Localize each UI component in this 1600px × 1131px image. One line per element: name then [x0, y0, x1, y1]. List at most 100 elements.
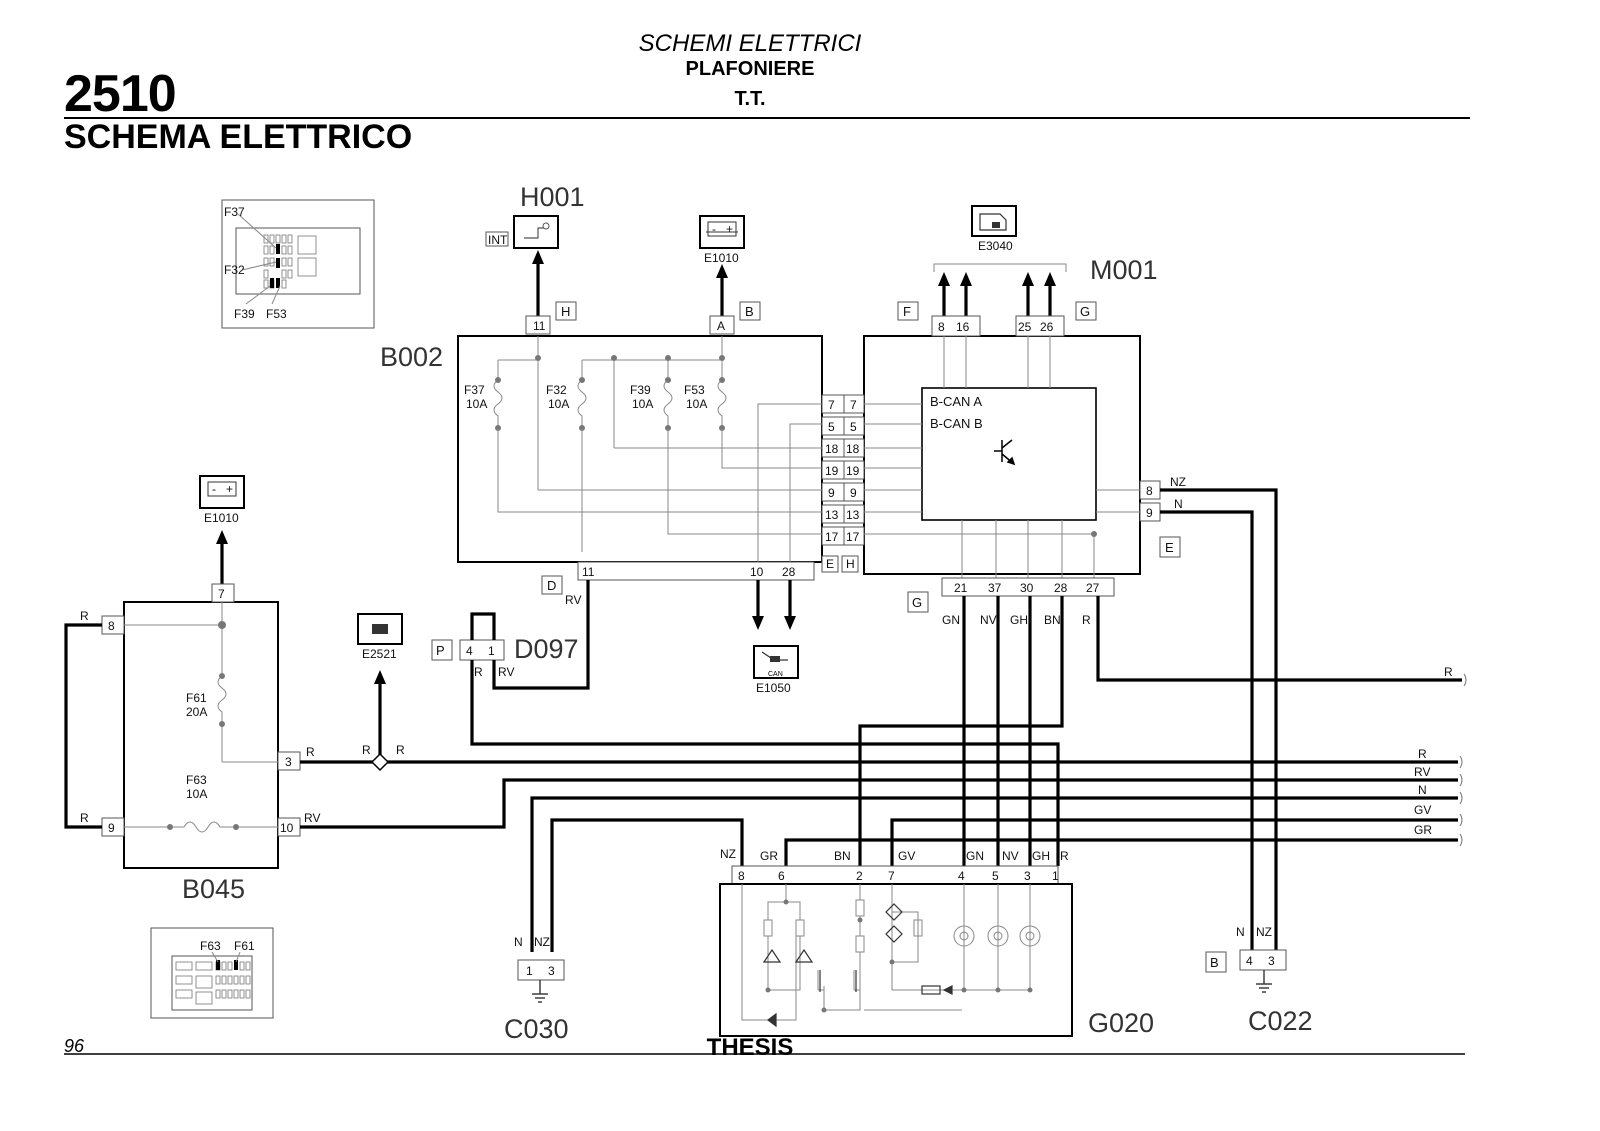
m001-label: M001: [1090, 255, 1158, 285]
svg-text:9: 9: [108, 821, 115, 835]
svg-text:D: D: [547, 578, 556, 593]
svg-text:10: 10: [750, 565, 764, 579]
splice-node: [370, 752, 390, 772]
ground-icon: [1256, 970, 1272, 993]
fuse-rating: 20A: [186, 705, 207, 719]
e1010-battery-left: -+ E1010: [199, 475, 245, 525]
svg-text:+: +: [226, 482, 233, 496]
e2521-icon: E2521: [357, 613, 403, 661]
svg-text:4: 4: [1246, 954, 1253, 968]
can-label: B-CAN A: [930, 394, 982, 409]
svg-text:28: 28: [1054, 581, 1068, 595]
wire-color: GH: [1032, 849, 1050, 863]
svg-text:17: 17: [825, 530, 839, 544]
svg-text:26: 26: [1040, 320, 1054, 334]
svg-text:B: B: [745, 304, 754, 319]
e2521-label: E2521: [362, 647, 397, 661]
m001-can-module: [921, 387, 1097, 521]
svg-text:G: G: [1080, 304, 1090, 319]
wire-color: NZ: [534, 935, 550, 949]
g020-box: [719, 883, 1073, 1037]
wire-color: NZ: [1170, 475, 1186, 489]
svg-text:+: +: [726, 222, 733, 236]
svg-text:4: 4: [466, 644, 473, 658]
b002-box: [457, 335, 823, 563]
svg-text:5: 5: [850, 420, 857, 434]
wire-color: RV: [565, 593, 581, 607]
wire-break-marks: [1459, 673, 1467, 847]
svg-text:E: E: [1165, 540, 1174, 555]
b002-fuses: F37 10A F32 10A F39 10A F53 10A: [464, 336, 822, 570]
wire-color: BN: [834, 849, 851, 863]
door-icon: [979, 213, 1007, 231]
wire-color: NV: [1002, 849, 1019, 863]
wire-color: N: [514, 935, 523, 949]
svg-text:6: 6: [778, 869, 785, 883]
svg-text:25: 25: [1018, 320, 1032, 334]
svg-text:30: 30: [1020, 581, 1034, 595]
wire-color: R: [1060, 849, 1069, 863]
wire-color: R: [1444, 665, 1453, 679]
fuse-name: F63: [186, 773, 207, 787]
switch-icon: [524, 227, 544, 239]
svg-text:7: 7: [850, 398, 857, 412]
fuse-rating: 10A: [466, 397, 487, 411]
wire-color: R: [80, 811, 89, 825]
svg-text:7: 7: [218, 587, 225, 601]
can-label: B-CAN B: [930, 416, 983, 431]
wire-color: NV: [980, 613, 997, 627]
svg-text:18: 18: [846, 442, 860, 456]
svg-text:1: 1: [488, 644, 495, 658]
inset-label: F61: [234, 939, 255, 953]
wire-color: NZ: [720, 847, 736, 861]
transistor-icon: [994, 439, 1016, 466]
wire-color: RV: [498, 665, 514, 679]
inset-label: F32: [224, 263, 245, 277]
svg-text:H: H: [846, 557, 855, 571]
svg-text:9: 9: [828, 486, 835, 500]
variant-heading: T.T.: [734, 88, 766, 110]
wire-color: NZ: [1256, 925, 1272, 939]
wire-color: R: [362, 743, 371, 757]
e1050-can-icon: CAN E1050: [753, 645, 799, 695]
ground-icon: [532, 980, 548, 1003]
footer-page-number: 96: [64, 1036, 85, 1056]
g020-label: G020: [1088, 1008, 1154, 1038]
wire-color: R: [1082, 613, 1091, 627]
inset-label: F37: [224, 205, 245, 219]
wire-color: GH: [1010, 613, 1028, 627]
svg-text:21: 21: [954, 581, 968, 595]
svg-text:E: E: [826, 557, 834, 571]
inset-label: F39: [234, 307, 255, 321]
svg-text:18: 18: [825, 442, 839, 456]
fuse-rating: 10A: [548, 397, 569, 411]
b045-label: B045: [182, 874, 245, 904]
subject-heading: PLAFONIERE: [685, 58, 815, 80]
svg-text:17: 17: [846, 530, 860, 544]
svg-text:8: 8: [938, 320, 945, 334]
e1010-battery-top: -+ E1010: [699, 215, 745, 265]
battery-icon: [707, 221, 737, 237]
svg-text:CAN: CAN: [768, 671, 783, 678]
svg-text:F: F: [903, 304, 911, 319]
wire-color: N: [1236, 925, 1245, 939]
fuse-name: F39: [630, 383, 651, 397]
page-title: SCHEMA ELETTRICO: [64, 118, 413, 156]
fuse-rating: 10A: [686, 397, 707, 411]
svg-text:37: 37: [988, 581, 1002, 595]
wire-color: N: [1418, 783, 1427, 797]
svg-text:27: 27: [1086, 581, 1100, 595]
wire-color: GN: [942, 613, 960, 627]
c030-label: C030: [504, 1014, 569, 1044]
fuse-name: F61: [186, 691, 207, 705]
svg-text:A: A: [717, 319, 725, 333]
svg-text:-: -: [712, 222, 716, 236]
svg-text:13: 13: [825, 508, 839, 522]
svg-text:11: 11: [533, 319, 546, 333]
d097-label: D097: [514, 634, 579, 664]
svg-text:8: 8: [738, 869, 745, 883]
wire-color: GV: [1414, 803, 1431, 817]
b045-box: [123, 601, 279, 869]
svg-text:3: 3: [548, 964, 555, 978]
